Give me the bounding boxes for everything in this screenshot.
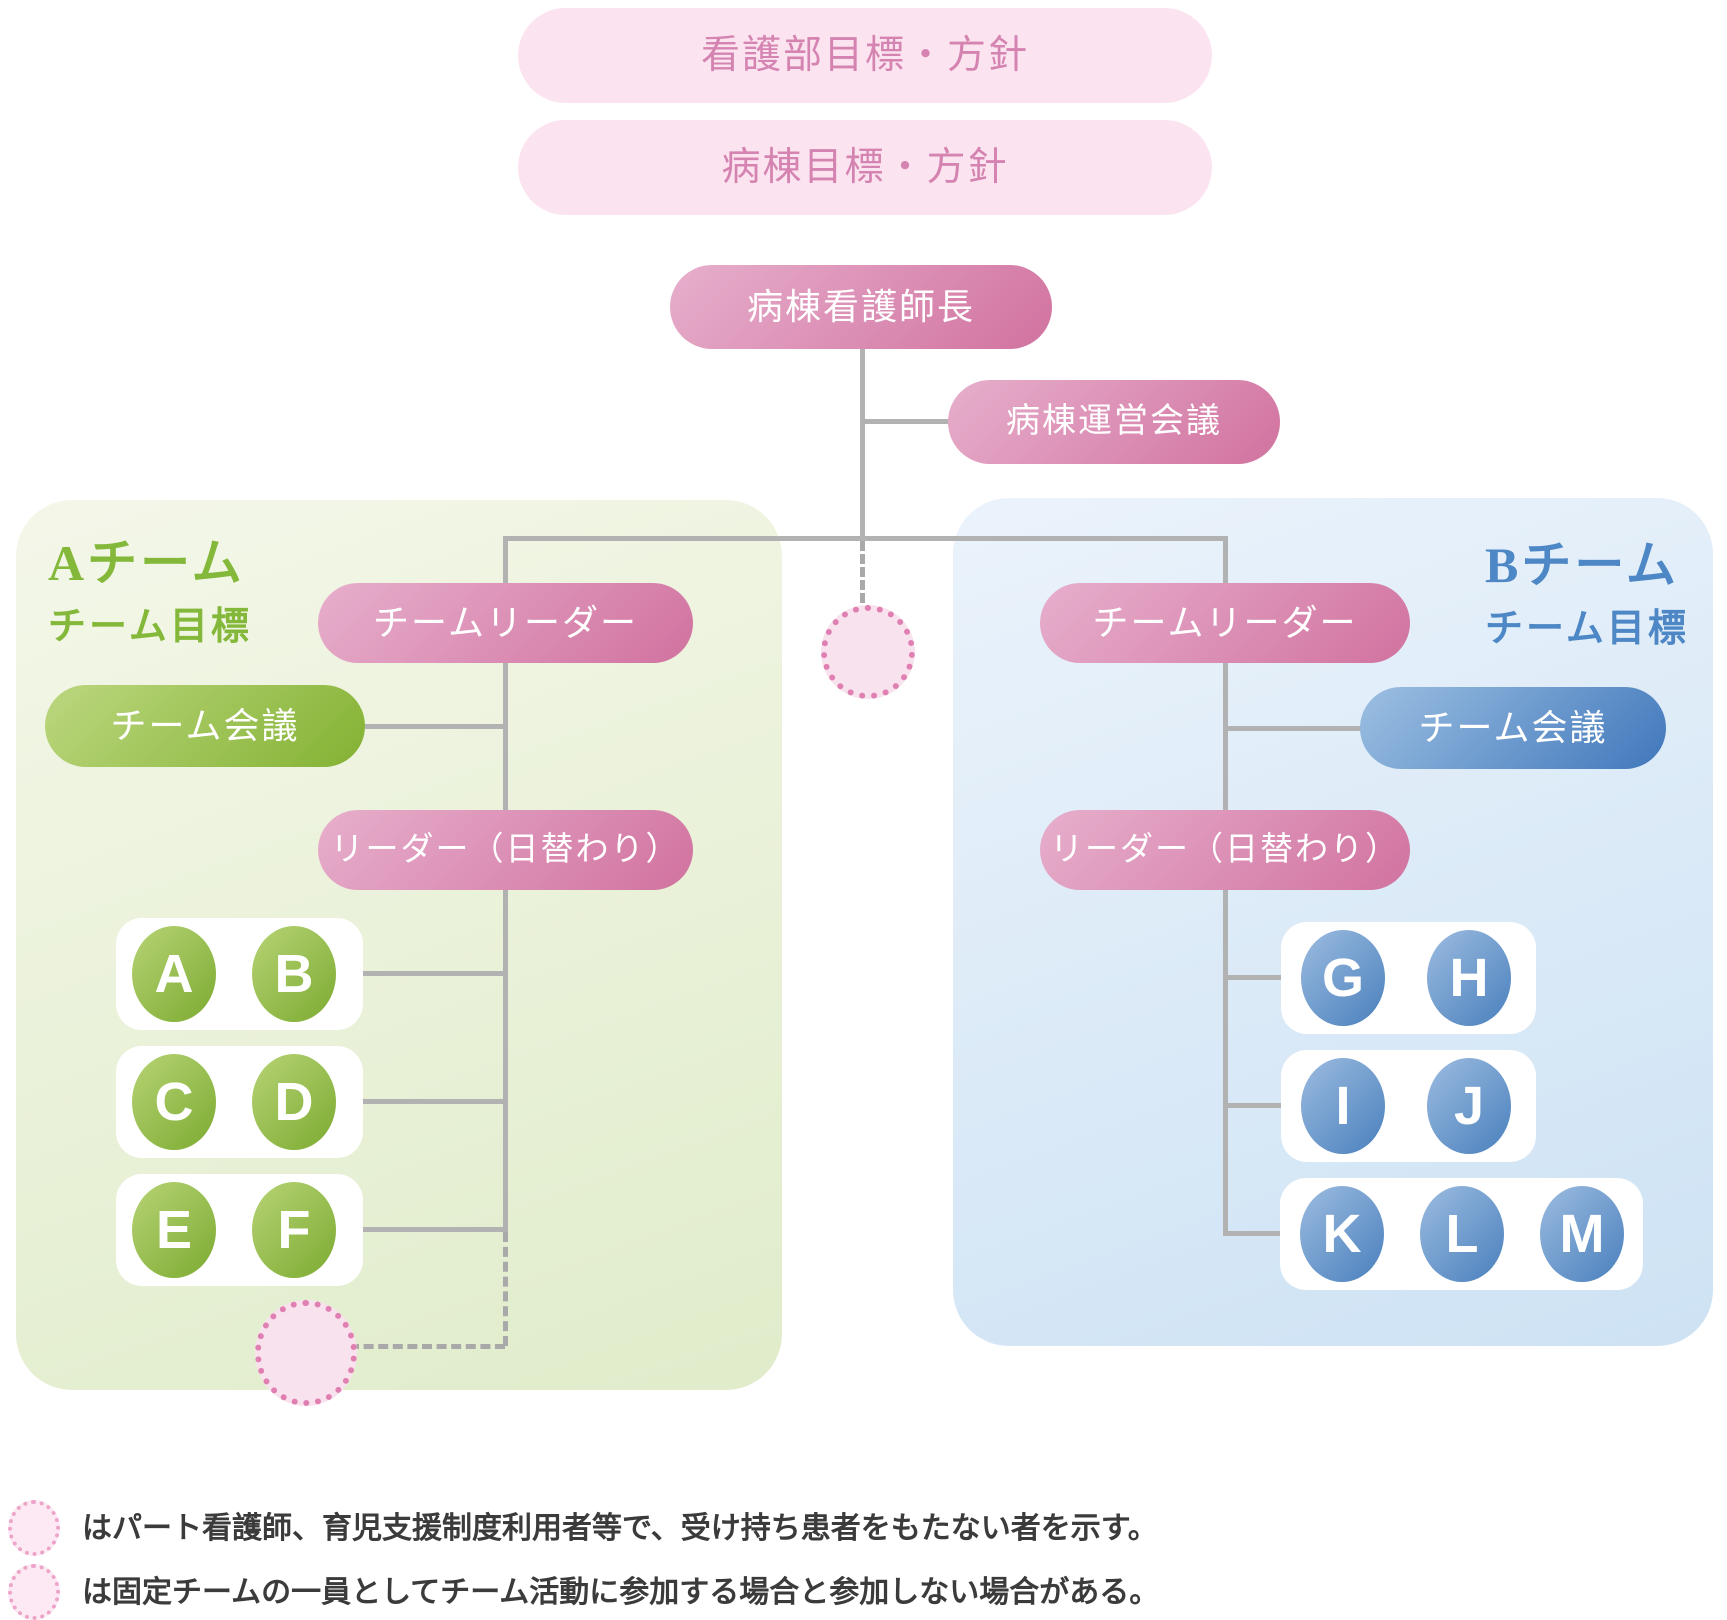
team-b-leader-label: チームリーダー	[1092, 603, 1358, 643]
connector-team-b-group1	[1226, 975, 1281, 980]
member-circle-f: F	[252, 1182, 336, 1278]
connector-team-b-meeting	[1226, 726, 1363, 731]
team-b-name: Bチーム	[1485, 537, 1679, 593]
legend-text-2: は固定チームの一員としてチーム活動に参加する場合と参加しない場合がある。	[82, 1575, 1160, 1609]
connector-team-a-meeting	[365, 724, 505, 729]
team-a-name: Aチーム	[48, 535, 245, 591]
team-b-member-group-3: K L M	[1280, 1178, 1643, 1290]
ward-goal-pill: 病棟目標・方針	[518, 120, 1212, 215]
legend-text-1: はパート看護師、育児支援制度利用者等で、受け持ち患者をもたない者を示す。	[82, 1511, 1158, 1545]
member-circle-k: K	[1300, 1186, 1384, 1282]
team-b-daily-leader-label: リーダー（日替わり）	[1050, 831, 1400, 868]
member-circle-i: I	[1301, 1058, 1385, 1154]
connector-team-b-group3	[1226, 1231, 1281, 1236]
team-a-meeting-label: チーム会議	[110, 706, 300, 746]
team-a-member-group-2: C D	[116, 1046, 363, 1158]
ward-meeting-label: 病棟運営会議	[1006, 403, 1222, 440]
connector-team-a-group3	[363, 1227, 505, 1232]
connector-ward-meeting	[862, 419, 952, 424]
floating-member-circle-team-a	[255, 1300, 357, 1406]
connector-head-nurse-down	[860, 348, 865, 541]
head-nurse-label: 病棟看護師長	[746, 287, 975, 327]
team-b-leader-pill: チームリーダー	[1040, 583, 1410, 663]
member-circle-d: D	[252, 1054, 336, 1150]
team-b-member-group-2: I J	[1281, 1050, 1536, 1162]
head-nurse-pill: 病棟看護師長	[670, 265, 1052, 349]
ward-goal-label: 病棟目標・方針	[721, 146, 1009, 189]
team-a-daily-leader-label: リーダー（日替わり）	[330, 831, 681, 868]
team-a-meeting-pill: チーム会議	[45, 685, 365, 767]
connector-main-horizontal	[503, 536, 1228, 541]
team-b-goal-label: チーム目標	[1485, 608, 1689, 650]
legend-item-2: は固定チームの一員としてチーム活動に参加する場合と参加しない場合がある。	[8, 1564, 1159, 1620]
team-b-daily-leader-pill: リーダー（日替わり）	[1040, 810, 1410, 890]
member-circle-m: M	[1540, 1186, 1624, 1282]
member-circle-b: B	[252, 926, 336, 1022]
dept-goal-label: 看護部目標・方針	[700, 34, 1029, 77]
team-b-member-group-1: G H	[1281, 922, 1536, 1034]
connector-team-b-group2	[1226, 1103, 1281, 1108]
member-circle-e: E	[132, 1182, 216, 1278]
floating-member-circle-center	[821, 605, 915, 699]
dashed-connector-center	[860, 541, 865, 603]
dashed-connector-team-a-across	[349, 1344, 505, 1349]
member-circle-l: L	[1420, 1186, 1504, 1282]
legend-item-1: はパート看護師、育児支援制度利用者等で、受け持ち患者をもたない者を示す。	[8, 1500, 1158, 1556]
team-a-daily-leader-pill: リーダー（日替わり）	[318, 810, 693, 890]
team-a-leader-label: チームリーダー	[373, 603, 638, 643]
connector-team-a-group1	[363, 971, 505, 976]
team-b-meeting-pill: チーム会議	[1360, 687, 1666, 769]
member-circle-g: G	[1301, 930, 1385, 1026]
member-circle-j: J	[1427, 1058, 1511, 1154]
dept-goal-pill: 看護部目標・方針	[518, 8, 1212, 103]
connector-team-a-group2	[363, 1099, 505, 1104]
team-a-member-group-3: E F	[116, 1174, 363, 1286]
dashed-connector-team-a-down	[503, 1232, 508, 1346]
team-a-member-group-1: A B	[116, 918, 363, 1030]
team-b-meeting-label: チーム会議	[1418, 708, 1608, 748]
team-a-goal-label: チーム目標	[48, 606, 252, 648]
dashed-circle-icon	[8, 1500, 60, 1556]
team-a-leader-pill: チームリーダー	[318, 583, 693, 663]
dashed-circle-icon	[8, 1564, 60, 1620]
member-circle-a: A	[132, 926, 216, 1022]
member-circle-c: C	[132, 1054, 216, 1150]
member-circle-h: H	[1427, 930, 1511, 1026]
ward-meeting-pill: 病棟運営会議	[948, 380, 1280, 464]
